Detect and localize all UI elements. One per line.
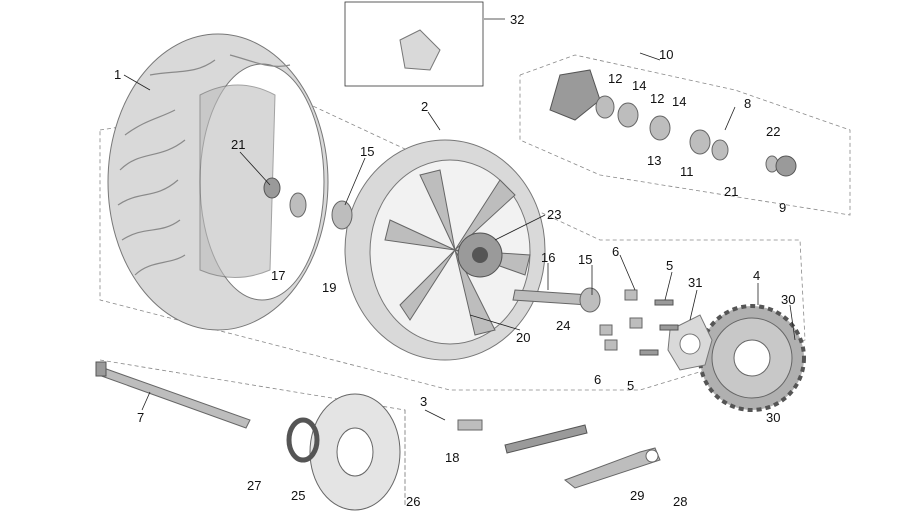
callout-31: 31 [688, 275, 702, 290]
callout-5-upper: 5 [666, 258, 673, 273]
leader-lines [123, 18, 796, 421]
callout-2: 2 [421, 99, 428, 114]
callout-7: 7 [137, 410, 144, 425]
kit-box [344, 1, 484, 87]
caliper-bracket [563, 447, 661, 489]
callout-1: 1 [114, 67, 121, 82]
callout-11: 11 [680, 164, 694, 179]
chain [457, 419, 588, 454]
callout-23: 23 [547, 207, 561, 222]
callout-25: 25 [291, 488, 305, 503]
callout-18: 18 [445, 450, 459, 465]
cush-drive-plate [667, 314, 713, 371]
sprocket-carrier [549, 69, 797, 177]
callout-26: 26 [406, 494, 420, 509]
callout-8: 8 [744, 96, 751, 111]
callout-10: 10 [659, 47, 673, 62]
callout-21-right: 21 [724, 184, 738, 199]
callout-30-upper: 30 [781, 292, 795, 307]
callout-14-right: 14 [672, 94, 686, 109]
callout-14-left: 14 [632, 78, 646, 93]
callout-17: 17 [271, 268, 285, 283]
callout-9: 9 [779, 200, 786, 215]
bearings-and-spacers [263, 177, 601, 313]
callout-28: 28 [673, 494, 687, 509]
callout-12-right: 12 [650, 91, 664, 106]
sprocket-bolts [599, 289, 679, 356]
callout-4: 4 [753, 268, 760, 283]
callout-32: 32 [510, 12, 524, 27]
callout-16: 16 [541, 250, 555, 265]
abs-ring [286, 417, 320, 463]
callout-13: 13 [647, 153, 661, 168]
callout-6-lower: 6 [594, 372, 601, 387]
callout-20: 20 [516, 330, 530, 345]
tire [107, 33, 329, 331]
callout-6-upper: 6 [612, 244, 619, 259]
brake-disc [309, 393, 401, 511]
callout-19: 19 [322, 280, 336, 295]
callout-30-lower: 30 [766, 410, 780, 425]
rear-sprocket [698, 304, 806, 412]
callout-15-left: 15 [360, 144, 374, 159]
wheel-rim [344, 139, 546, 361]
callout-3: 3 [420, 394, 427, 409]
callout-22: 22 [766, 124, 780, 139]
callout-labels: 1 2 3 4 5 5 6 6 7 8 9 10 11 12 12 13 14 … [114, 12, 795, 509]
callout-29: 29 [630, 488, 644, 503]
callout-12-left: 12 [608, 71, 622, 86]
callout-15-right: 15 [578, 252, 592, 267]
callout-21-left: 21 [231, 137, 245, 152]
callout-27: 27 [247, 478, 261, 493]
callout-5-lower: 5 [627, 378, 634, 393]
callout-24: 24 [556, 318, 570, 333]
axle [95, 361, 251, 429]
